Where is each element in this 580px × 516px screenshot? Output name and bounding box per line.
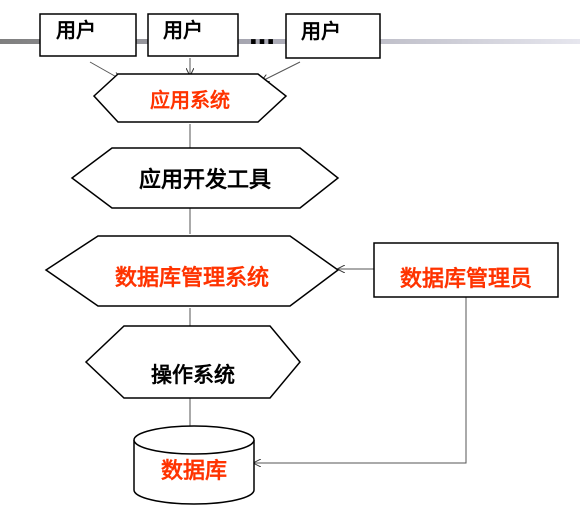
connector-dba-to-database (254, 296, 467, 463)
application-system-hexagon (92, 73, 288, 123)
user-box-3 (285, 13, 381, 59)
dba-box (373, 242, 559, 298)
user-box-2 (147, 13, 239, 57)
dbms-hexagon (44, 235, 340, 307)
user-box-1 (39, 13, 137, 57)
connector-user3-to-app (262, 61, 301, 81)
dev-tools-hexagon (70, 147, 340, 209)
database-cylinder (133, 425, 255, 505)
os-hexagon (84, 325, 301, 399)
